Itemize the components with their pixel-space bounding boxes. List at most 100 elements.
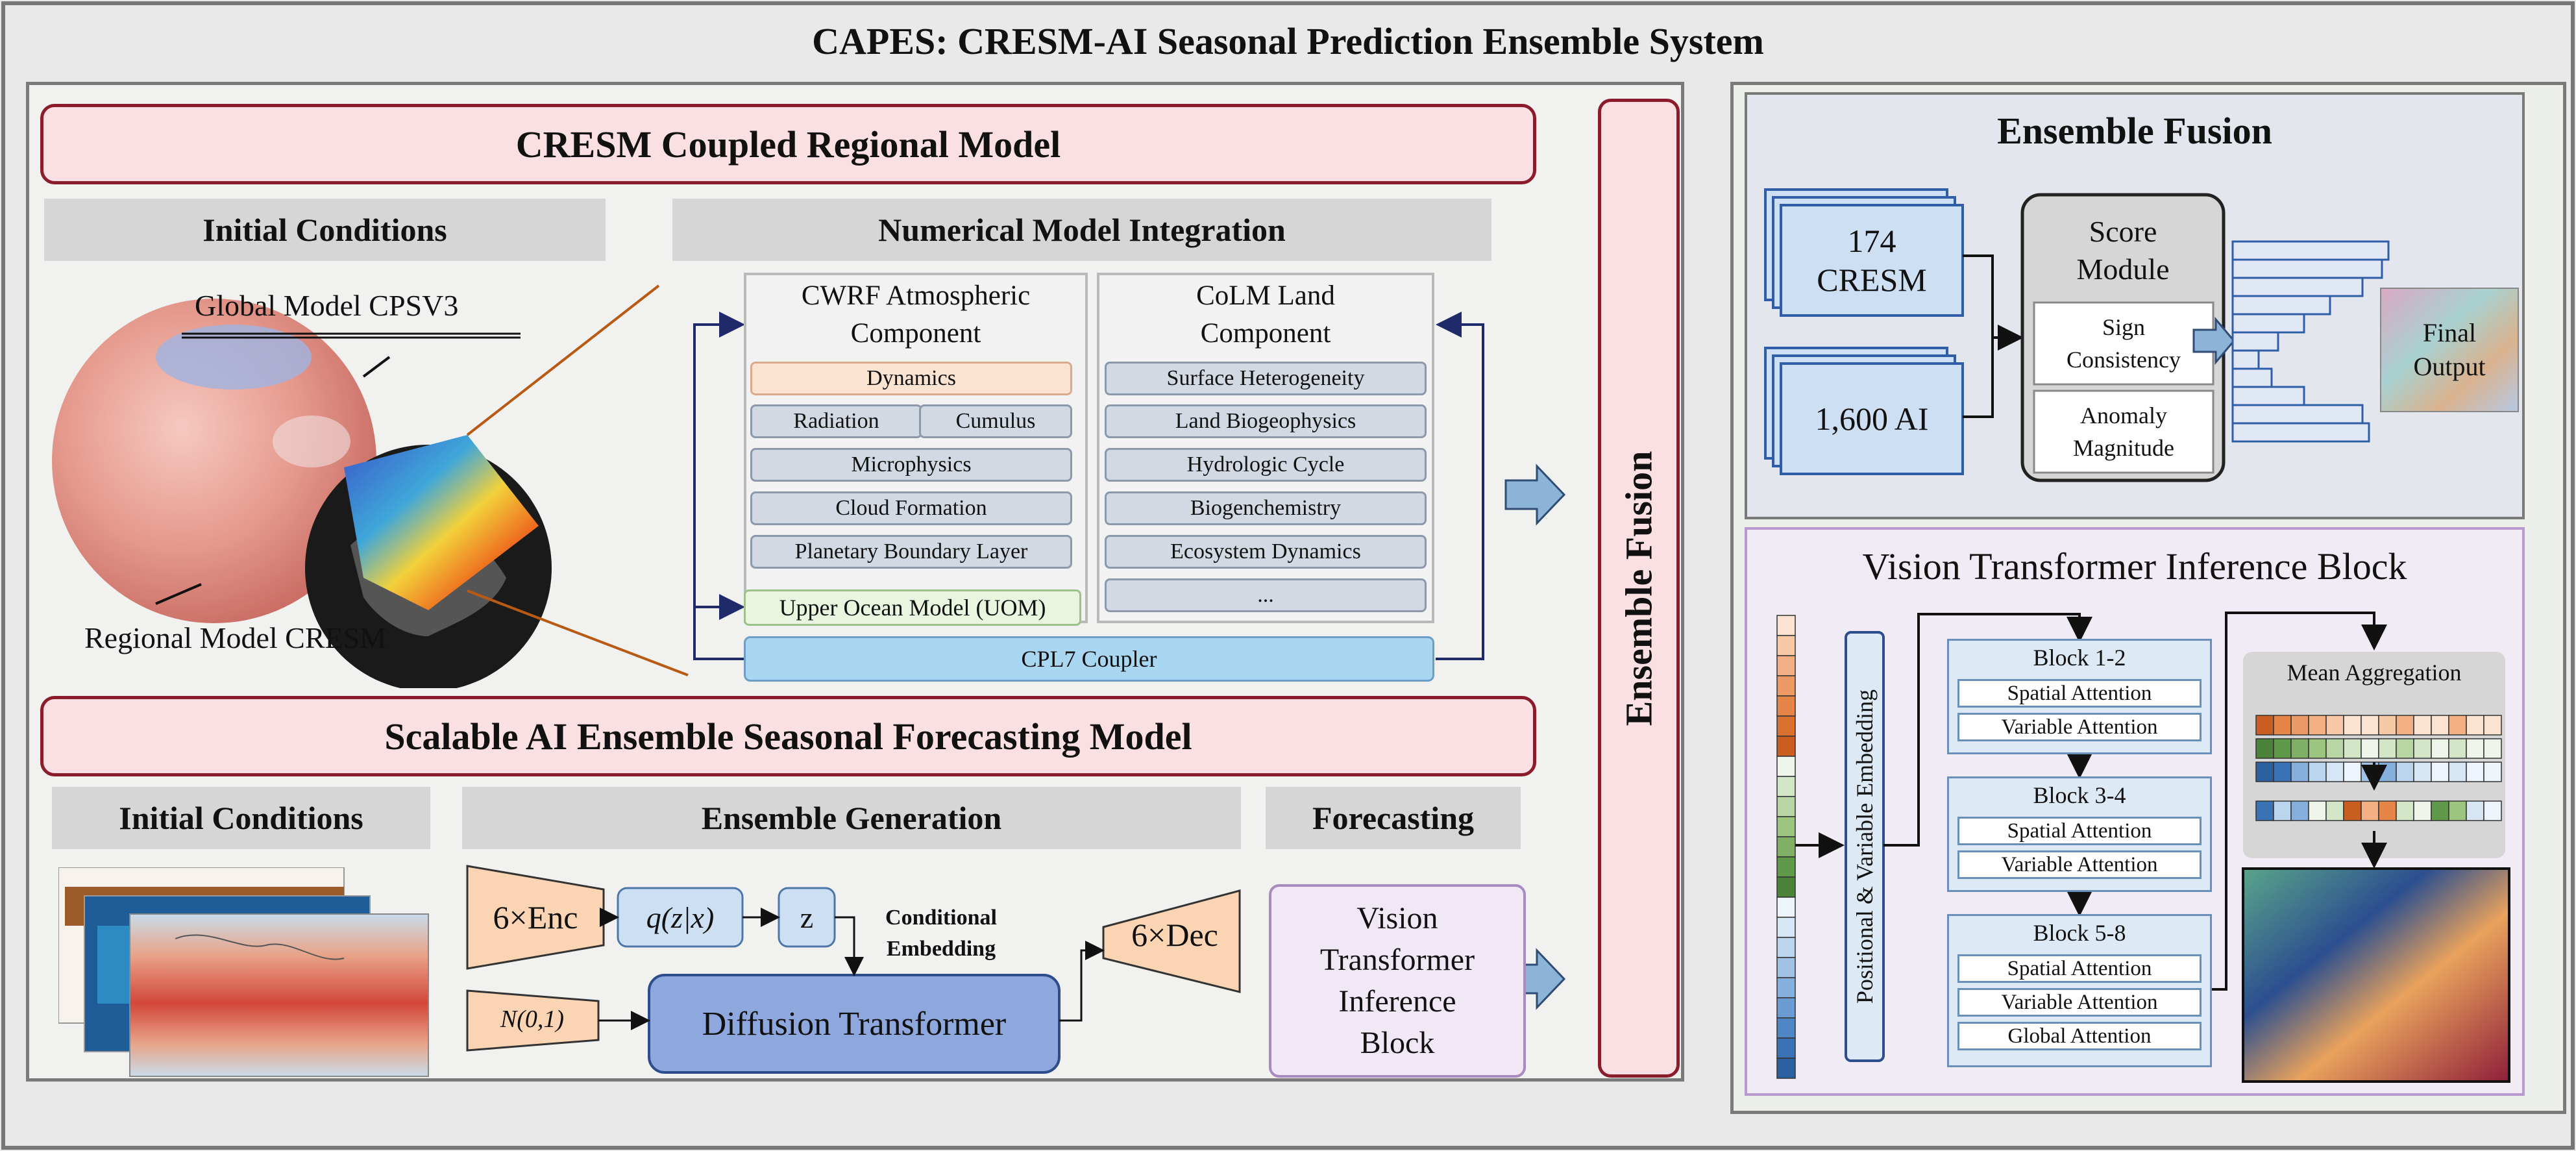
aggregation-cell <box>2361 738 2379 759</box>
ai-initial-conditions-header: Initial Conditions <box>52 787 430 849</box>
colm-title-line2: Component <box>1200 318 1331 349</box>
aggregation-cell <box>2466 715 2484 736</box>
aggregation-cell <box>2413 715 2432 736</box>
aggregated-cell <box>2361 800 2379 821</box>
aggregation-cell <box>2431 715 2449 736</box>
sign-consistency-label: Sign Consistency <box>2034 303 2213 384</box>
ai-count: 1,600 AI <box>1815 401 1929 437</box>
aggregation-cell <box>2273 715 2292 736</box>
aggregation-cell <box>2448 715 2467 736</box>
page-title: CAPES: CRESM-AI Seasonal Prediction Ense… <box>812 19 1764 62</box>
token-cell <box>1776 715 1796 737</box>
ensemble-generation-diagram <box>466 865 1241 1074</box>
colm-item: Biogenchemistry <box>1105 491 1427 525</box>
variable-attention: Variable Attention <box>1957 988 2202 1017</box>
forecasting-header: Forecasting <box>1266 787 1521 849</box>
uom-box: Upper Ocean Model (UOM) <box>744 589 1081 626</box>
histogram-bar <box>2231 386 2305 406</box>
aggregation-cell <box>2290 738 2309 759</box>
ensemble-fusion-bar-label: Ensemble Fusion <box>1617 451 1660 726</box>
cwrf-dynamics: Dynamics <box>750 362 1072 395</box>
histogram-bar <box>2231 277 2364 297</box>
aggregated-cell <box>2483 800 2502 821</box>
cresm-count: 174 CRESM <box>1781 205 1963 316</box>
ensemble-fusion-title: Ensemble Fusion <box>1997 109 2272 152</box>
token-cell <box>1776 776 1796 797</box>
aggregated-cell <box>2273 800 2292 821</box>
aggregation-cell <box>2308 761 2327 782</box>
spatial-attention: Spatial Attention <box>1957 817 2202 845</box>
ensemble-generation-header: Ensemble Generation <box>462 787 1241 849</box>
cresm-count-line1: 174 <box>1847 223 1896 259</box>
vit-block-name: Block 3-4 <box>2033 782 2126 808</box>
vit-forecasting-line: Vision <box>1356 901 1438 935</box>
aggregation-cell <box>2378 761 2397 782</box>
vit-inference-diagram <box>1776 612 2510 1083</box>
sign-consistency-line2: Consistency <box>2067 347 2181 373</box>
decoder-label: 6×Dec <box>1131 917 1218 953</box>
aggregation-cell <box>2343 761 2362 782</box>
token-cell <box>1776 695 1796 717</box>
aggregation-cell <box>2378 738 2397 759</box>
aggregation-cell <box>2273 761 2292 782</box>
vit-block-name: Block 1-2 <box>2033 645 2126 671</box>
histogram-bar <box>2231 240 2390 261</box>
aggregation-cell <box>2483 761 2502 782</box>
token-cell <box>1776 736 1796 757</box>
aggregation-cell <box>2361 761 2379 782</box>
aggregation-cell <box>2325 738 2344 759</box>
histogram-bar <box>2231 349 2260 370</box>
ensemble-fusion-bar <box>1598 99 1680 1078</box>
aggregation-cell <box>2448 761 2467 782</box>
aggregation-cell <box>2325 715 2344 736</box>
token-cell <box>1776 1017 1796 1039</box>
zoom-line-top <box>466 284 660 436</box>
global-attention: Global Attention <box>1957 1022 2202 1050</box>
score-histogram <box>2231 240 2390 443</box>
token-cell <box>1776 655 1796 676</box>
aggregated-cell <box>2290 800 2309 821</box>
vit-block-name: Block 5-8 <box>2033 920 2126 946</box>
aggregation-cell <box>2343 715 2362 736</box>
aggregation-cell <box>2413 738 2432 759</box>
aggregation-cell <box>2483 738 2502 759</box>
aggregation-cell <box>2413 761 2432 782</box>
token-cell <box>1776 917 1796 938</box>
aggregated-cell <box>2448 800 2467 821</box>
aggregated-cell <box>2378 800 2397 821</box>
zoom-line-bottom <box>467 589 689 676</box>
colm-item: Surface Heterogeneity <box>1105 362 1427 395</box>
aggregated-cell <box>2325 800 2344 821</box>
aggregation-cell <box>2431 738 2449 759</box>
conditional-embedding-line2: Embedding <box>886 937 996 961</box>
final-output-map <box>2380 288 2519 412</box>
cwrf-title-line2: Component <box>850 318 981 349</box>
aggregation-cell <box>2448 738 2467 759</box>
vit-forecasting-box: Vision Transformer Inference Block <box>1269 884 1526 1078</box>
histogram-bar <box>2231 367 2273 388</box>
token-cell <box>1776 876 1796 898</box>
fusion-arrow-top <box>1504 464 1566 526</box>
posterior-label: q(z|x) <box>646 900 715 934</box>
final-output-label: Final Output <box>2381 288 2518 412</box>
aggregation-cell <box>2483 715 2502 736</box>
conditional-embedding-label: Conditional Embedding <box>863 901 1019 966</box>
vit-forecasting-line: Transformer <box>1319 943 1475 977</box>
aggregation-cell <box>2431 761 2449 782</box>
vit-forecasting-line: Inference <box>1338 984 1456 1019</box>
cwrf-title: CWRF Atmospheric Component <box>744 279 1088 351</box>
aggregation-cell <box>2308 738 2327 759</box>
sign-consistency-box <box>2033 301 2214 386</box>
aggregated-cell <box>2466 800 2484 821</box>
aggregation-cell <box>2325 761 2344 782</box>
token-cell <box>1776 816 1796 837</box>
initial-condition-maps <box>58 867 429 1077</box>
token-cell <box>1776 957 1796 978</box>
noise-shape <box>466 989 600 1052</box>
embedding-label-wrap: Positional & Variable Embedding <box>1846 632 1883 1061</box>
token-cell <box>1776 897 1796 918</box>
token-cell <box>1776 675 1796 697</box>
token-cell <box>1776 856 1796 878</box>
conditional-embedding-line1: Conditional <box>885 906 997 930</box>
